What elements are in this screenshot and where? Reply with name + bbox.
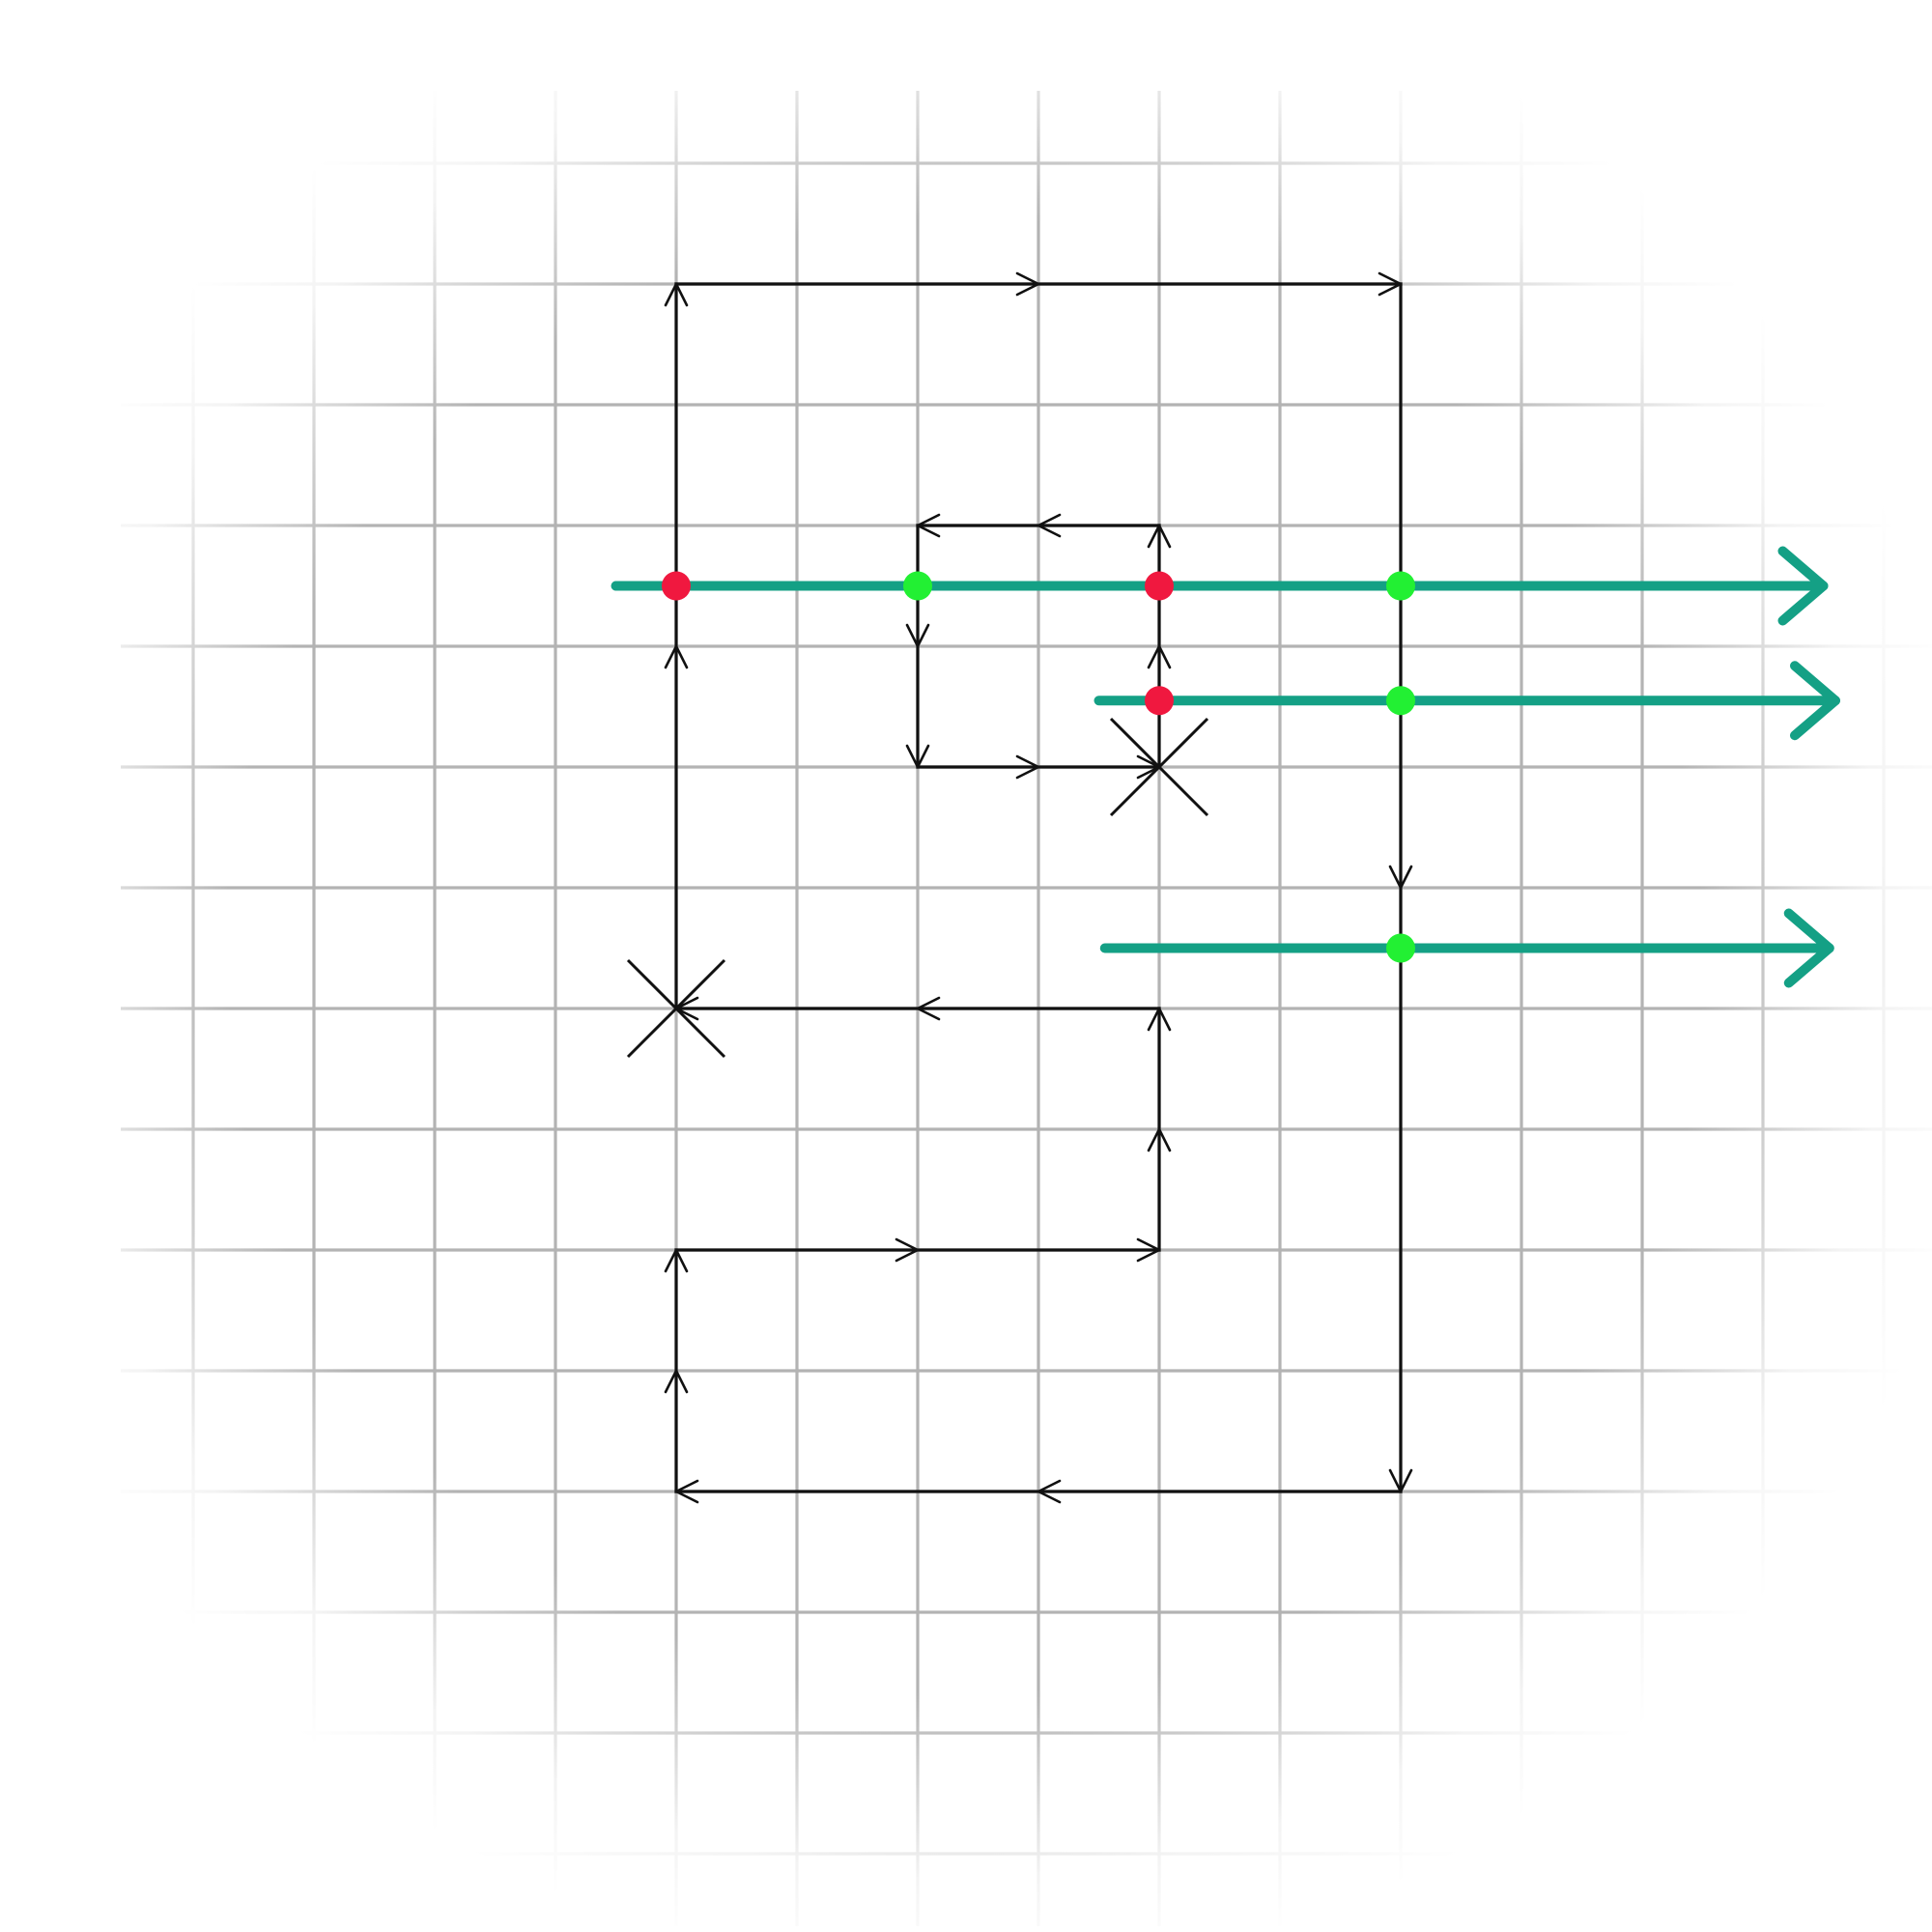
direction-arrow xyxy=(1037,1479,1062,1504)
direction-arrow xyxy=(664,1369,689,1394)
direction-arrow xyxy=(1147,1127,1172,1152)
direction-arrow xyxy=(1015,271,1040,297)
direction-arrow xyxy=(664,282,689,307)
direction-arrow xyxy=(1388,865,1413,890)
direction-arrow xyxy=(664,644,689,669)
crossing-mark xyxy=(1109,717,1209,817)
direction-arrow xyxy=(895,1237,920,1263)
ray-arrow xyxy=(1094,661,1840,741)
intersection-point-red xyxy=(662,571,691,601)
intersection-point-green xyxy=(1386,933,1415,963)
direction-arrow xyxy=(1147,644,1172,669)
intersection-point-red xyxy=(1145,571,1174,601)
intersection-point-green xyxy=(903,571,932,601)
ray-arrow xyxy=(1099,908,1834,988)
direction-arrow xyxy=(1147,524,1172,549)
crossing-mark xyxy=(626,958,726,1059)
ray-arrowhead xyxy=(1790,661,1840,741)
ray-arrowhead xyxy=(1783,908,1834,988)
direction-arrow xyxy=(1015,754,1040,780)
intersection-point-green xyxy=(1386,571,1415,601)
test-rays xyxy=(611,546,1840,988)
intersection-point-green xyxy=(1386,686,1415,716)
direction-arrow xyxy=(1037,513,1062,538)
self-intersections xyxy=(626,717,1209,1059)
direction-arrow xyxy=(905,623,930,648)
ray-arrow xyxy=(611,546,1829,626)
polygon-path xyxy=(664,271,1413,1504)
ray-intersection-points xyxy=(662,571,1415,963)
direction-arrow xyxy=(916,996,941,1021)
ray-arrowhead xyxy=(1777,546,1829,626)
intersection-point-red xyxy=(1145,686,1174,716)
